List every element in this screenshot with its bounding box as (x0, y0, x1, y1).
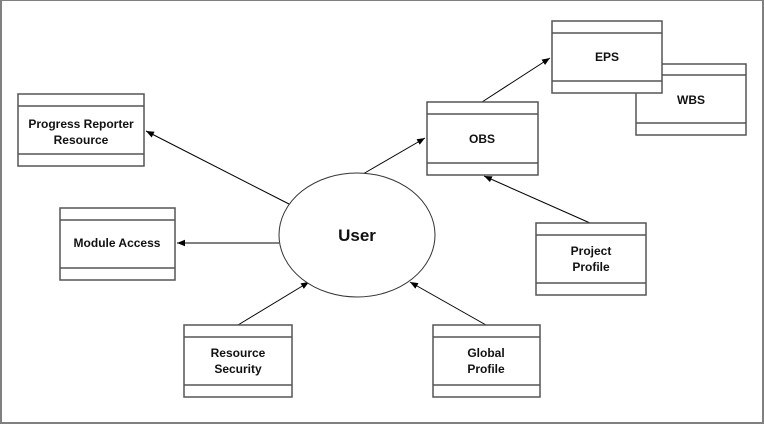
node-progress-reporter-resource-label-line1: Progress Reporter (28, 117, 134, 131)
node-obs[interactable]: OBS (426, 101, 539, 176)
node-global-profile-label-line2: Profile (467, 362, 505, 376)
edges (145, 57, 591, 326)
node-resource-security[interactable]: Resource Security (183, 324, 293, 398)
node-global-profile[interactable]: Global Profile (432, 324, 541, 398)
node-eps-label: EPS (595, 50, 619, 64)
node-resource-security-label-line1: Resource (211, 346, 266, 360)
node-global-profile-label-line1: Global (467, 346, 504, 360)
node-project-profile-label-line2: Profile (572, 260, 610, 274)
node-wbs-label: WBS (677, 93, 705, 107)
edge-user-to-progress-reporter-resource (145, 130, 290, 205)
user-node[interactable]: User (278, 172, 436, 298)
node-eps[interactable]: EPS (551, 20, 663, 94)
edge-global-profile-to-user (409, 281, 487, 326)
node-project-profile[interactable]: Project Profile (535, 222, 647, 296)
node-project-profile-label-line1: Project (571, 244, 612, 258)
node-resource-security-label-line2: Security (214, 362, 262, 376)
edge-obs-to-eps (481, 57, 551, 103)
node-obs-label: OBS (469, 132, 495, 146)
node-progress-reporter-resource-label-line2: Resource (54, 133, 109, 147)
user-node-label: User (338, 226, 376, 245)
edge-resource-security-to-user (237, 281, 310, 326)
edge-user-to-obs (362, 137, 426, 175)
node-progress-reporter-resource[interactable]: Progress Reporter Resource (17, 93, 145, 167)
node-module-access[interactable]: Module Access (59, 207, 176, 281)
edge-project-profile-to-obs (483, 175, 591, 224)
node-module-access-label: Module Access (74, 236, 161, 250)
